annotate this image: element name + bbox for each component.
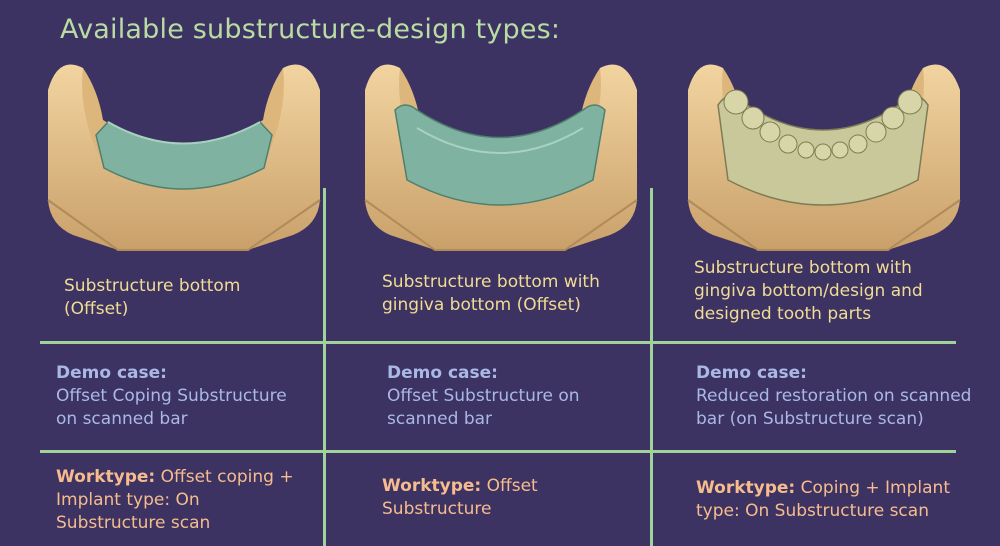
worktype-col-3: Worktype: Coping + Implant type: On Subs…: [696, 478, 950, 521]
caption-col-2: Substructure bottom with gingiva bottom …: [382, 272, 600, 315]
worktype-col-2: Worktype: Offset Substructure: [382, 476, 538, 519]
demo-case-col-2: Demo case: Offset Substructure on scanne…: [387, 363, 580, 429]
dental-model-image-3: [687, 64, 961, 251]
dental-model-image-1: [47, 64, 321, 251]
worktype-col-1: Worktype: Offset coping + Implant type: …: [56, 467, 294, 533]
vertical-divider-2: [650, 188, 653, 546]
vertical-divider-1: [323, 188, 326, 546]
caption-col-3: Substructure bottom with gingiva bottom/…: [694, 258, 923, 324]
horizontal-divider-1: [40, 341, 956, 344]
dental-model-image-2: [364, 64, 638, 251]
demo-case-col-1: Demo case: Offset Coping Substructure on…: [56, 363, 287, 429]
page-title: Available substructure-design types:: [60, 14, 561, 45]
caption-col-1: Substructure bottom (Offset): [64, 276, 241, 319]
horizontal-divider-2: [40, 450, 956, 453]
demo-case-col-3: Demo case: Reduced restoration on scanne…: [696, 363, 972, 429]
